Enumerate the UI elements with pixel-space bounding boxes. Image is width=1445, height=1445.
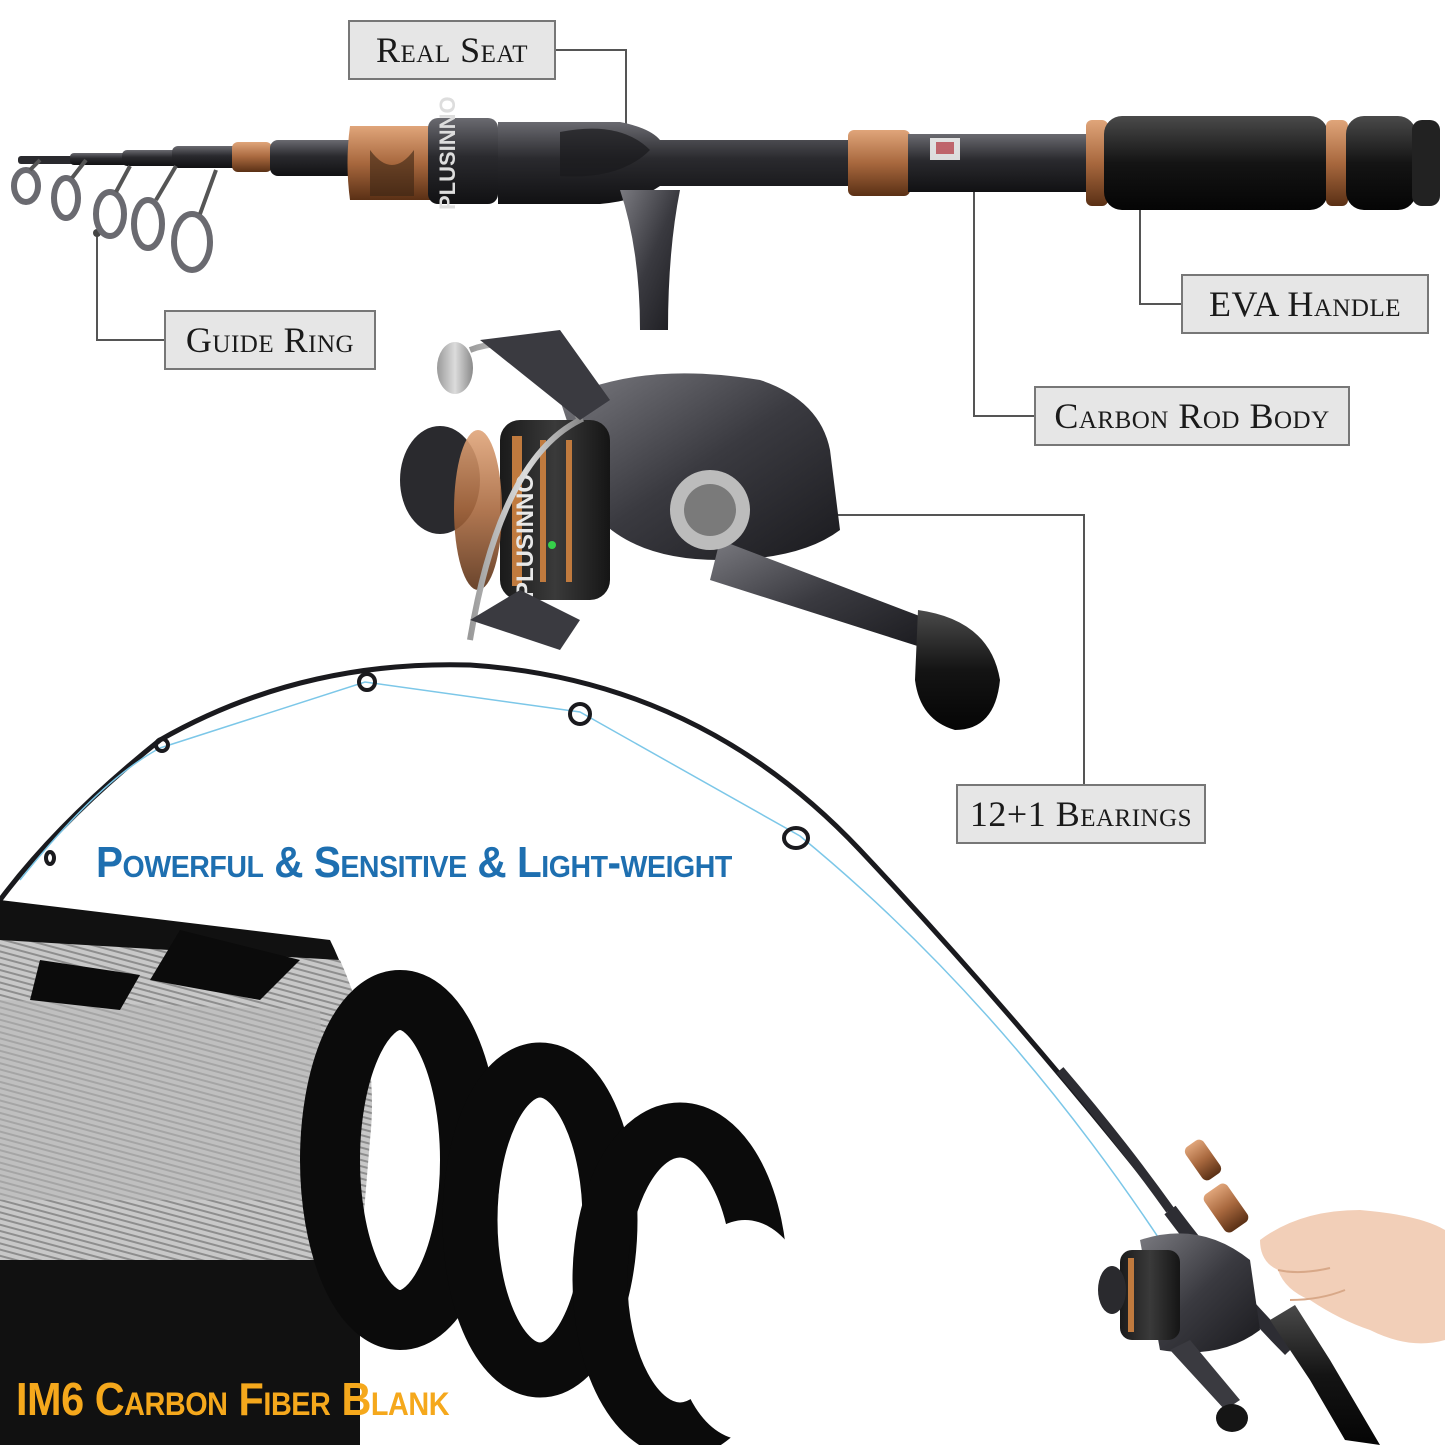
spinning-reel: PLUSINNO [400, 330, 1000, 730]
lower-rod-grip [1270, 1305, 1380, 1445]
tagline: Powerful & Sensitive & Light-weight [96, 838, 732, 887]
guide-rings [11, 167, 213, 273]
callout-carbon-rod-body: Carbon Rod Body [1034, 386, 1350, 446]
guide-ring-stems [28, 158, 218, 215]
blank-caption: IM6 Carbon Fiber Blank [16, 1373, 450, 1425]
callout-real-seat-label: Real Seat [376, 30, 528, 70]
fishing-line [19, 681, 1161, 1241]
callout-eva-handle: EVA Handle [1181, 274, 1429, 334]
telescopic-rod: PLUSINNO [18, 96, 1440, 330]
brand-mark: PLUSINNO [435, 96, 460, 210]
callout-eva-handle-label: EVA Handle [1208, 284, 1402, 324]
callout-bearings-label: 12+1 Bearings [969, 794, 1193, 834]
callout-bearings: 12+1 Bearings [956, 784, 1206, 844]
callout-guide-ring-label: Guide Ring [185, 320, 355, 360]
hand [1260, 1210, 1445, 1344]
small-reel [1098, 1233, 1260, 1432]
callout-guide-ring: Guide Ring [164, 310, 376, 370]
carbon-blank-cutaway [0, 900, 815, 1445]
lower-rod-wraps [1184, 1139, 1249, 1233]
reel-brand-mark: PLUSINNO [512, 474, 539, 598]
callout-carbon-rod-body-label: Carbon Rod Body [1054, 396, 1330, 436]
callout-real-seat: Real Seat [348, 20, 556, 80]
bent-rod-guides [44, 672, 810, 866]
